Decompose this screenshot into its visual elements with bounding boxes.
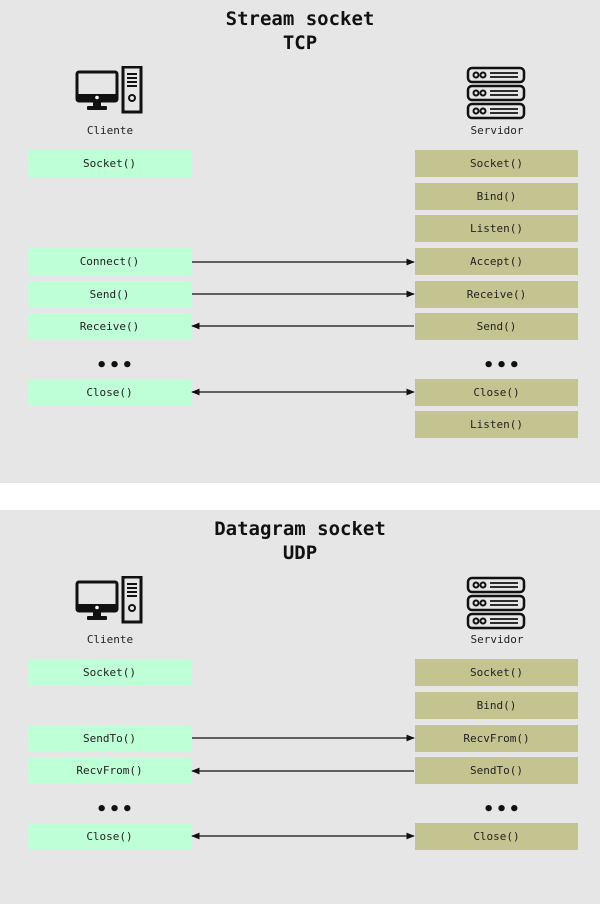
udp-subtitle: UDP [282,542,318,564]
udp-server-recvfrom: RecvFrom() [415,725,578,752]
tcp-server-send: Send() [415,313,578,340]
tcp-subtitle: TCP [282,32,318,54]
udp-server-bind: Bind() [415,692,578,719]
udp-server-socket: Socket() [415,659,578,686]
desktop-computer-icon [75,66,143,114]
tcp-server-listen-2: Listen() [415,411,578,438]
tcp-server-socket: Socket() [415,150,578,177]
udp-server-sendto: SendTo() [415,757,578,784]
tcp-client-socket: Socket() [28,150,191,177]
tcp-title: Stream socket [225,8,375,30]
udp-client-sendto: SendTo() [28,725,191,752]
tcp-server-receive: Receive() [415,281,578,308]
tcp-server-close: Close() [415,379,578,406]
desktop-computer-icon [75,576,143,624]
tcp-server-caption: Servidor [470,124,524,137]
udp-server-caption: Servidor [470,633,524,646]
server-rack-icon [466,66,526,120]
udp-client-ellipsis: ••• [96,799,135,820]
tcp-client-close: Close() [28,379,191,406]
udp-client-close: Close() [28,823,191,850]
udp-client-recvfrom: RecvFrom() [28,757,191,784]
tcp-server-bind: Bind() [415,183,578,210]
udp-server-close: Close() [415,823,578,850]
tcp-server-accept: Accept() [415,248,578,275]
tcp-client-receive: Receive() [28,313,191,340]
tcp-server-ellipsis: ••• [483,355,522,376]
tcp-client-ellipsis: ••• [96,355,135,376]
tcp-client-send: Send() [28,281,191,308]
tcp-server-listen: Listen() [415,215,578,242]
udp-title: Datagram socket [214,518,386,540]
udp-server-ellipsis: ••• [483,799,522,820]
tcp-client-caption: Cliente [86,124,134,137]
udp-client-socket: Socket() [28,659,191,686]
server-rack-icon [466,576,526,630]
tcp-client-connect: Connect() [28,248,191,275]
udp-client-caption: Cliente [86,633,134,646]
